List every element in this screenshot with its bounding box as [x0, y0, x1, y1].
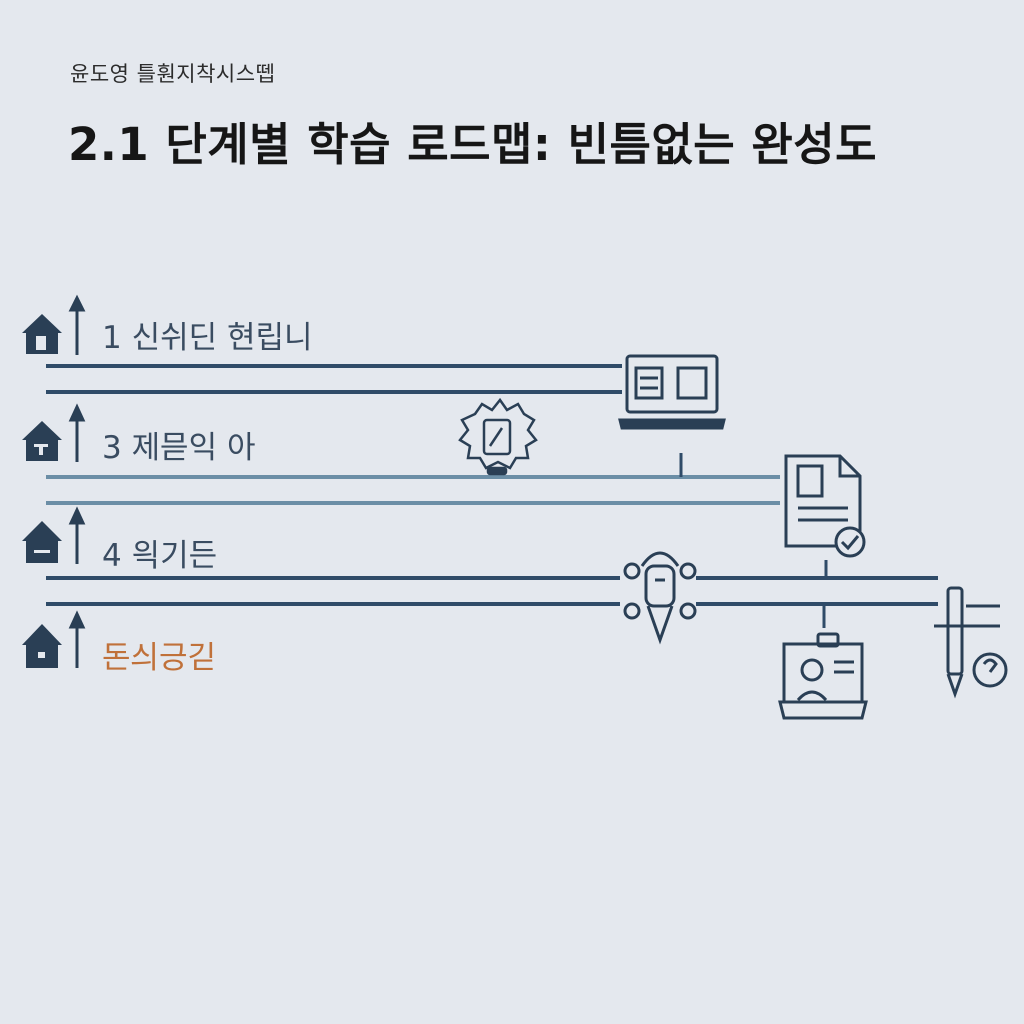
step-4-label: 돈싀긍긷	[102, 640, 217, 676]
up-arrow-icon-1	[68, 294, 86, 355]
page-title: 2.1 단계별 학습 로드맵: 빈틈없는 완성도	[68, 118, 878, 171]
up-arrow-icon-4	[68, 610, 86, 668]
laptop-icon	[618, 354, 726, 430]
house-icon-3	[22, 521, 62, 563]
house-icon-4	[22, 624, 62, 668]
up-arrow-icon-2	[68, 403, 86, 462]
house-icon-2	[22, 421, 62, 461]
up-arrow-icon-3	[68, 506, 86, 564]
step-1-label: 1 신쉬딘 현립니	[102, 320, 313, 356]
pen-coin-icon	[934, 586, 1008, 699]
house-icon-1	[22, 314, 62, 354]
network-head-icon	[623, 551, 697, 645]
step-3-label: 4 읙기든	[102, 538, 218, 574]
lightbulb-icon	[458, 397, 538, 476]
document-check-icon	[784, 454, 866, 558]
step-2-label: 3 제믇익 아	[102, 430, 256, 466]
subtitle: 윤도영 틀훤지착시스뗍	[70, 62, 276, 86]
tutor-screen-icon	[778, 632, 868, 720]
